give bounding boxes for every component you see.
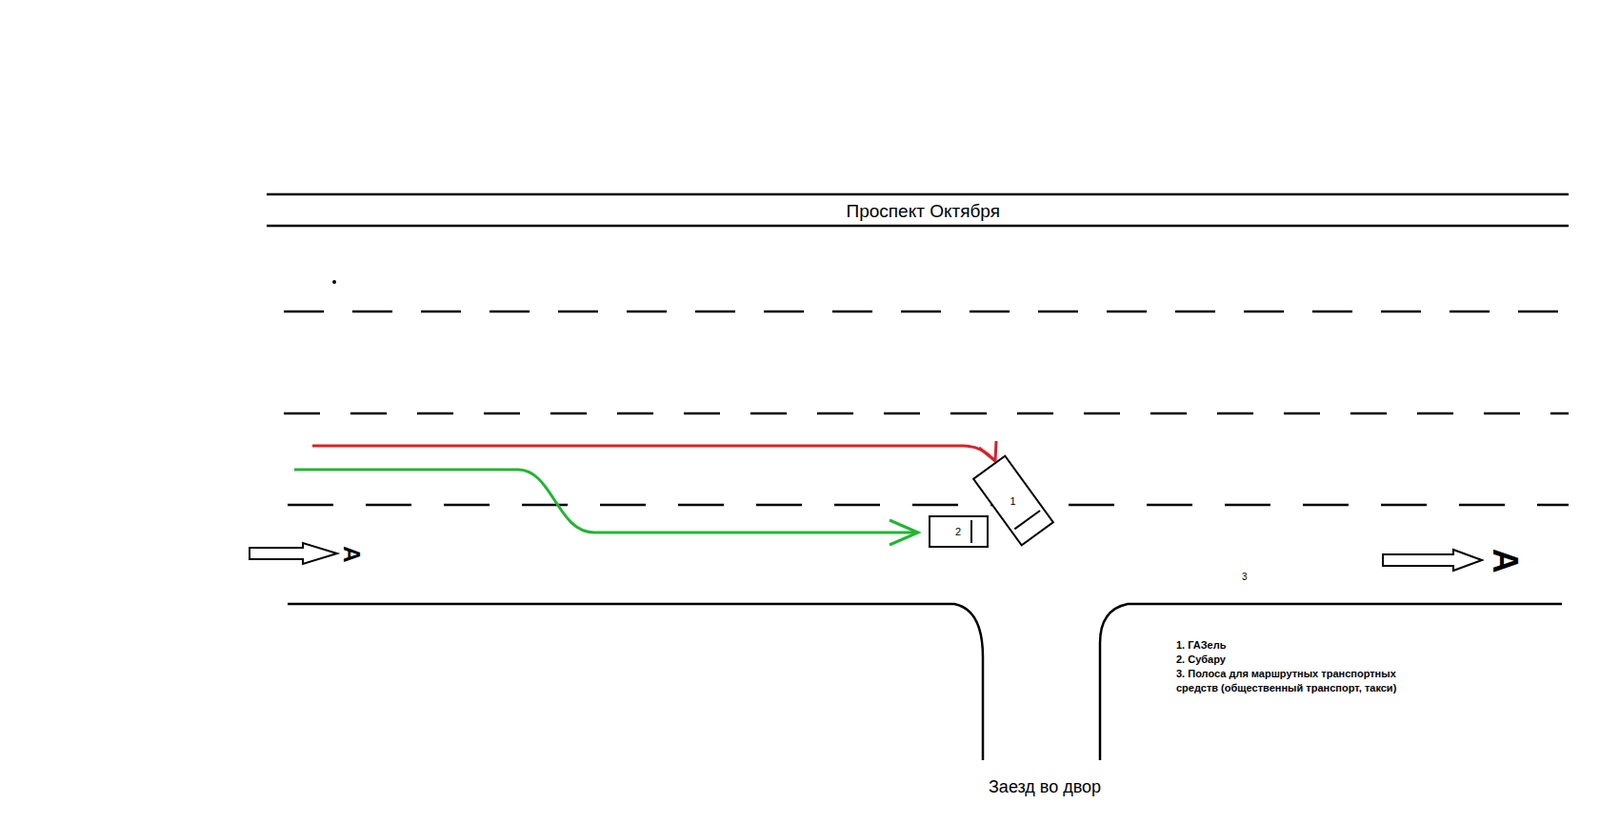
- lane-marking: [283, 310, 1569, 314]
- driveway-name: Заезд во двор: [988, 777, 1101, 798]
- legend-entry: 3. Полоса для маршрутных транспортных ср…: [1176, 666, 1398, 696]
- lane-marking: [287, 503, 1569, 507]
- windshield: [970, 520, 973, 543]
- road-edge: [266, 224, 1569, 228]
- subaru-vehicle: 2: [928, 515, 989, 548]
- vehicle-number: 2: [955, 525, 961, 538]
- vehicle-number: 1: [1010, 494, 1017, 506]
- road-edge: [287, 603, 983, 760]
- windshield: [1013, 508, 1040, 529]
- street-name: Проспект Октября: [846, 200, 1000, 222]
- trajectory-gazelle: [312, 440, 997, 461]
- road-edge: [1100, 603, 1562, 760]
- legend: 1. ГАЗель2. Субару3. Полоса для маршрутн…: [1176, 638, 1398, 696]
- lane-marking: [283, 412, 1569, 416]
- legend-entry: 2. Субару: [1176, 652, 1398, 667]
- direction-letter: А: [1484, 547, 1524, 573]
- direction-letter: А: [338, 545, 365, 562]
- trajectory-subaru: [294, 469, 919, 545]
- callout-number: 3: [1241, 571, 1248, 583]
- legend-entry: 1. ГАЗель: [1176, 638, 1398, 653]
- dot: [332, 280, 337, 284]
- direction-arrow: [249, 542, 1482, 571]
- road-edge: [266, 193, 1569, 197]
